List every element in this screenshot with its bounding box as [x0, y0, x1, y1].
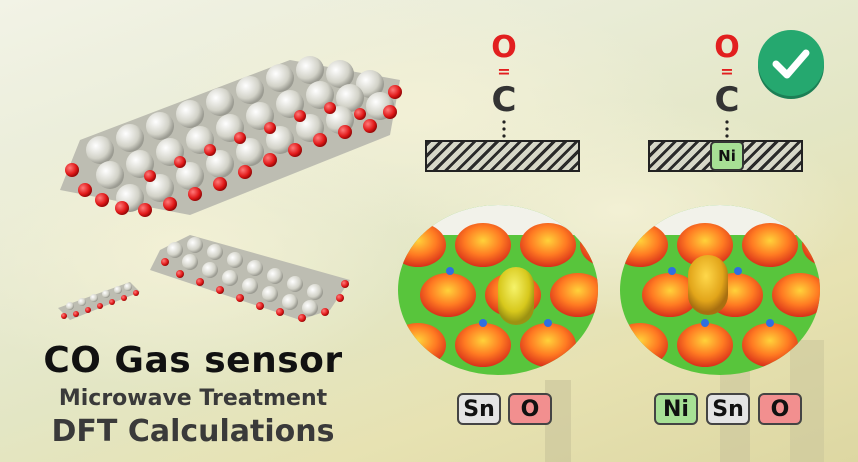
medium-nanosheet — [150, 235, 350, 322]
title-dft-calculations: DFT Calculations — [51, 414, 335, 449]
bond-dots-doped — [725, 120, 729, 138]
double-bond-label-doped: = — [720, 62, 734, 81]
title-main: CO Gas sensor — [43, 340, 343, 381]
tag-o-right: O — [758, 393, 802, 425]
double-bond-label: = — [497, 62, 511, 81]
oxygen-atom-label-doped: O — [714, 30, 740, 65]
tag-ni-right: Ni — [654, 393, 698, 425]
checkmark-icon — [758, 30, 824, 96]
sno2-charge-density-render — [398, 205, 598, 375]
tag-sn-right: Sn — [706, 393, 750, 425]
ni-dopant-site: Ni — [710, 141, 744, 171]
title-microwave-treatment: Microwave Treatment — [58, 386, 328, 411]
ni-doped-charge-density-render — [620, 205, 820, 375]
tag-sn-left: Sn — [457, 393, 501, 425]
carbon-atom-label-doped: C — [714, 80, 740, 120]
large-nanosheet — [60, 56, 402, 217]
small-nanosheet — [58, 282, 140, 320]
tag-o-left: O — [508, 393, 552, 425]
carbon-atom-label: C — [491, 80, 517, 120]
weak-bond-dots — [502, 120, 506, 138]
oxygen-atom-label: O — [491, 30, 517, 65]
sno2-nanosheets-illustration — [58, 56, 402, 322]
sno2-surface-hatch — [425, 140, 580, 172]
